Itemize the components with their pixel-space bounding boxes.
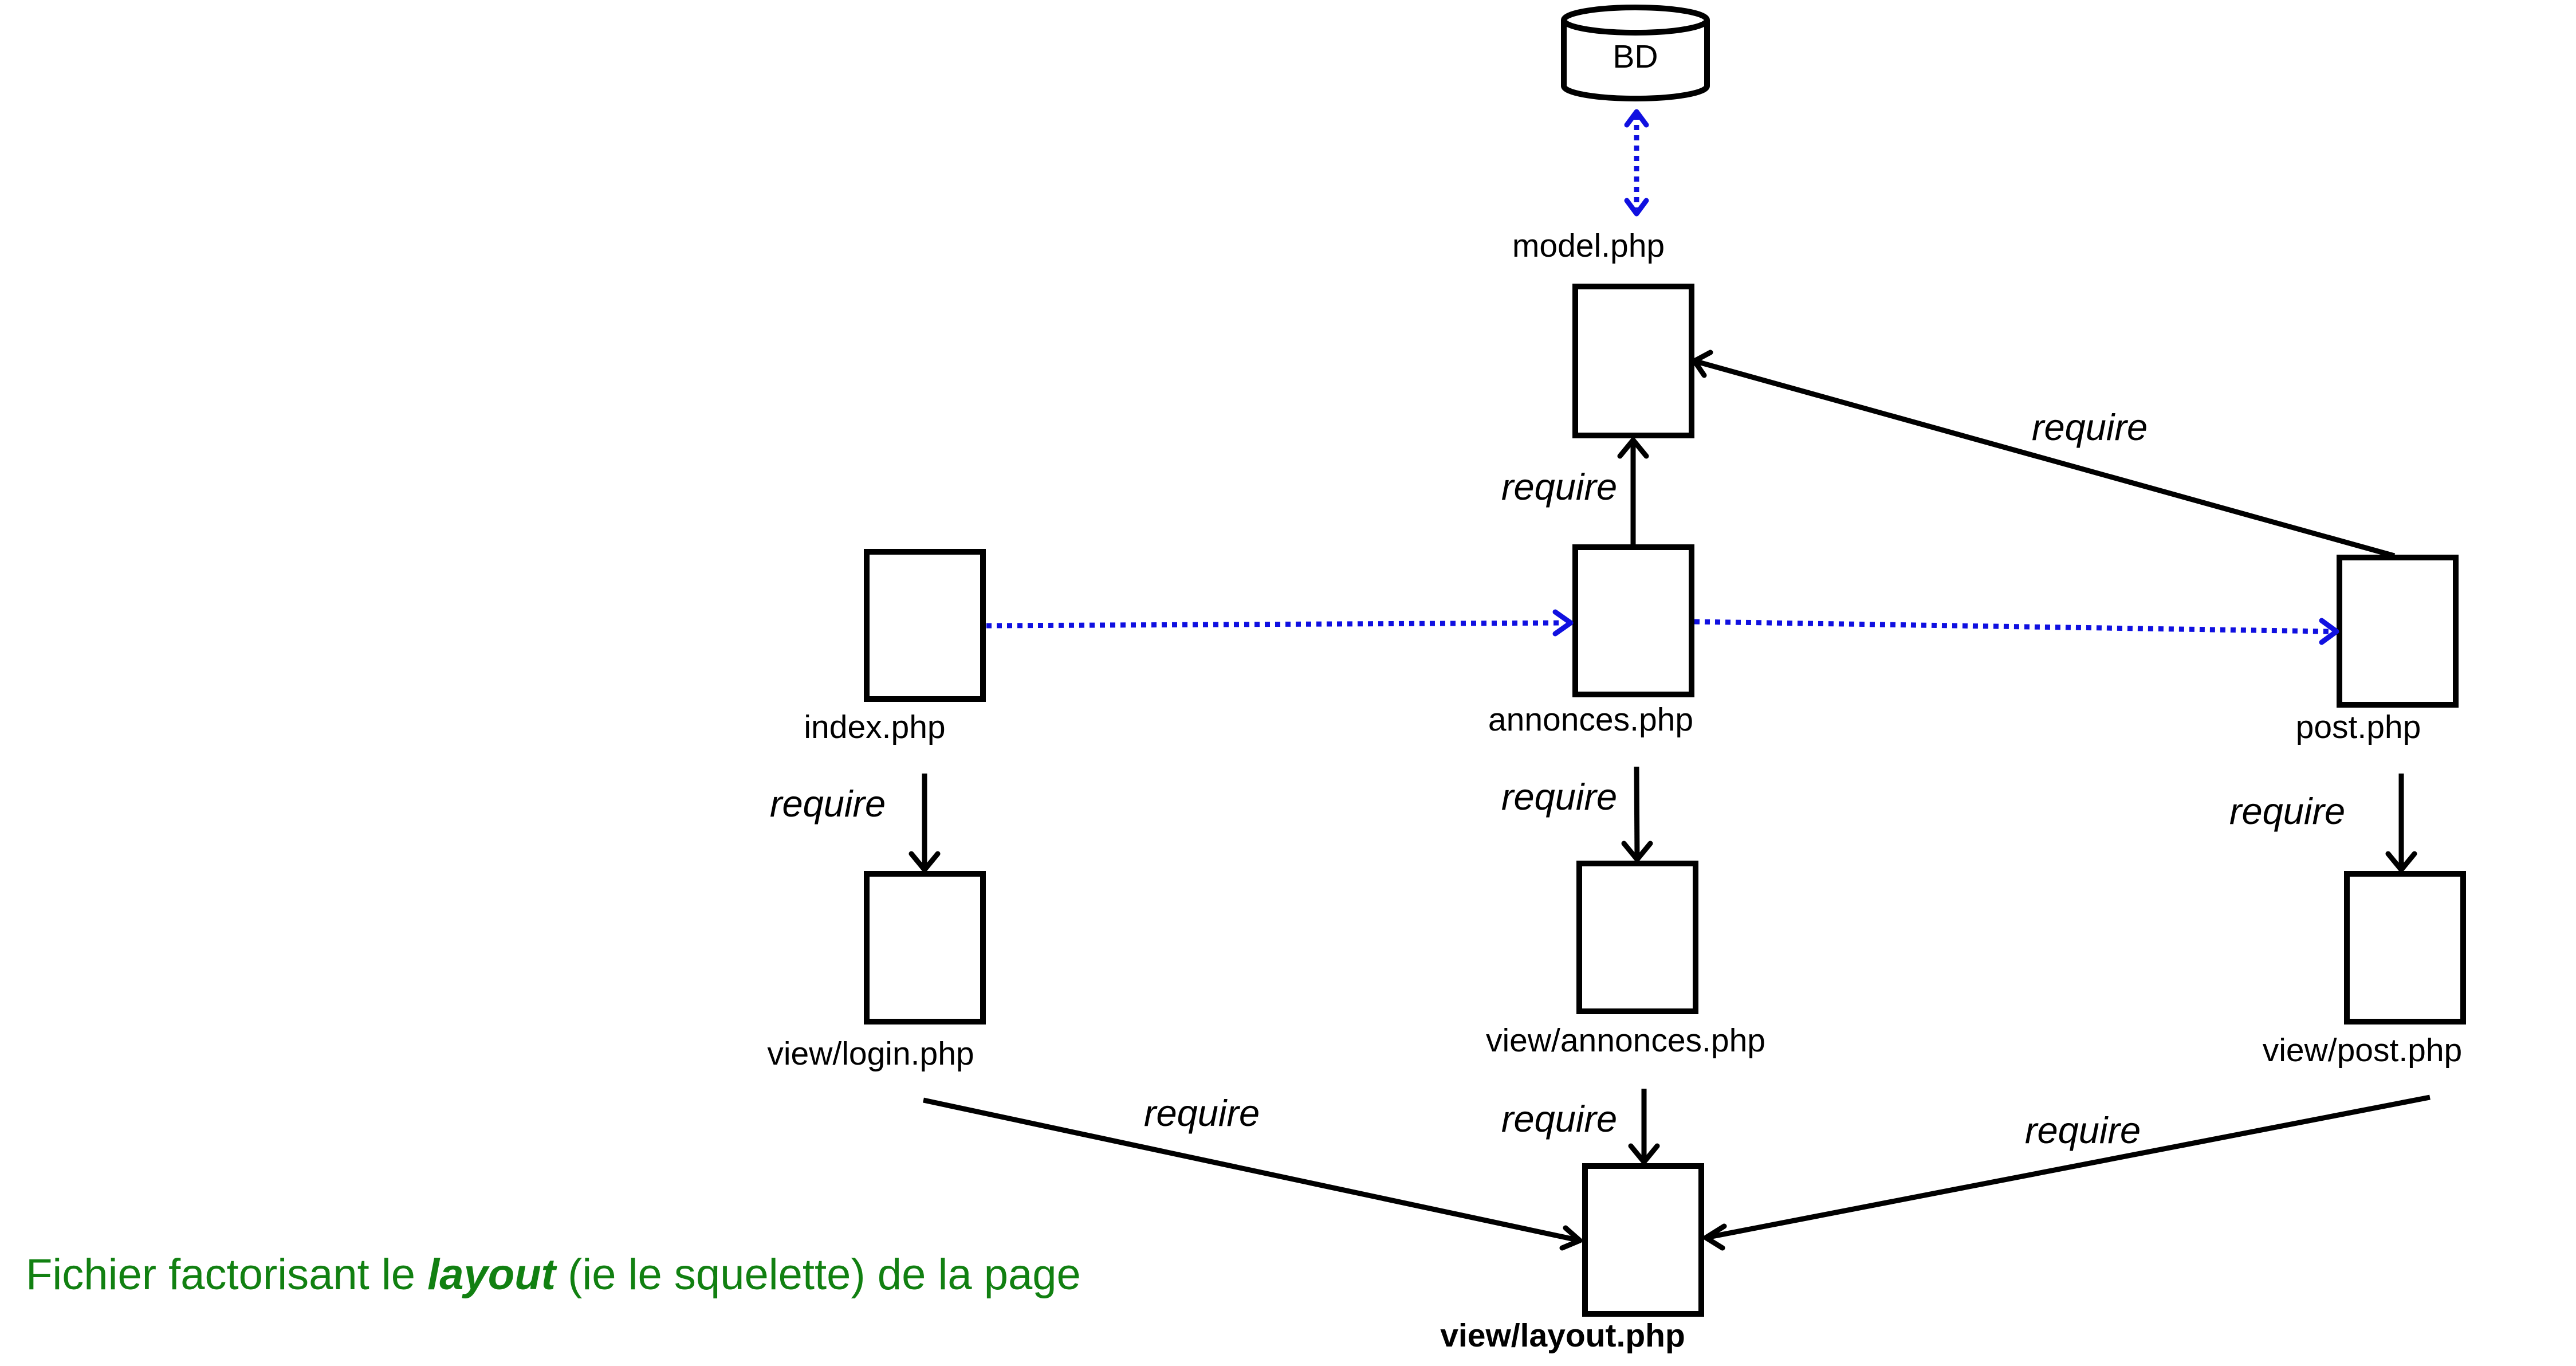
- edge-annonces-view: require: [1501, 766, 1653, 862]
- database-node: BD: [1561, 5, 1710, 101]
- post-file-box: [2337, 555, 2459, 708]
- link-index-annonces: [986, 609, 1574, 637]
- annonces-file-box: [1572, 544, 1694, 697]
- layout-note: Fichier factorisant le layout (ie le squ…: [26, 1250, 1081, 1299]
- link-annonces-post: [1694, 618, 2339, 645]
- layout-note-prefix: Fichier factorisant le: [26, 1250, 427, 1299]
- model-file-box: [1572, 284, 1694, 438]
- edge-label: require: [2025, 1109, 2141, 1151]
- view-post-file-box: [2344, 871, 2466, 1024]
- edge-label: require: [2229, 790, 2345, 832]
- edge-post-view: require: [2229, 774, 2417, 873]
- edge-label: require: [1501, 466, 1617, 508]
- model-label: model.php: [1512, 227, 1665, 264]
- edge-annonces-model: require: [1501, 437, 1649, 545]
- edge-view-login-layout: require: [923, 1092, 1583, 1251]
- edge-label: require: [1144, 1092, 1260, 1134]
- edge-label: require: [1501, 776, 1617, 818]
- db-model-link: [1624, 109, 1649, 217]
- edge-post-model: require: [1692, 350, 2396, 559]
- index-label: index.php: [804, 709, 945, 745]
- edge-label: require: [1501, 1098, 1617, 1140]
- view-login-label: view/login.php: [767, 1035, 974, 1072]
- edge-view-post-layout: require: [1703, 1094, 2431, 1251]
- view-layout-file-box: [1582, 1163, 1704, 1317]
- edge-view-annonces-layout: require: [1501, 1089, 1660, 1165]
- view-layout-label: view/layout.php: [1440, 1317, 1685, 1354]
- database-label: BD: [1613, 38, 1658, 75]
- index-file-box: [864, 549, 986, 702]
- view-login-file-box: [864, 871, 986, 1024]
- annonces-label: annonces.php: [1488, 701, 1693, 738]
- edge-label: require: [770, 783, 886, 825]
- edge-label: require: [2032, 406, 2148, 448]
- view-annonces-file-box: [1576, 861, 1698, 1014]
- view-annonces-label: view/annonces.php: [1486, 1022, 1765, 1059]
- edge-index-login: require: [770, 774, 941, 873]
- layout-note-emphasis: layout: [427, 1250, 557, 1299]
- post-label: post.php: [2296, 709, 2421, 745]
- view-post-label: view/post.php: [2263, 1032, 2463, 1069]
- layout-note-suffix: (ie le squelette) de la page: [556, 1250, 1081, 1299]
